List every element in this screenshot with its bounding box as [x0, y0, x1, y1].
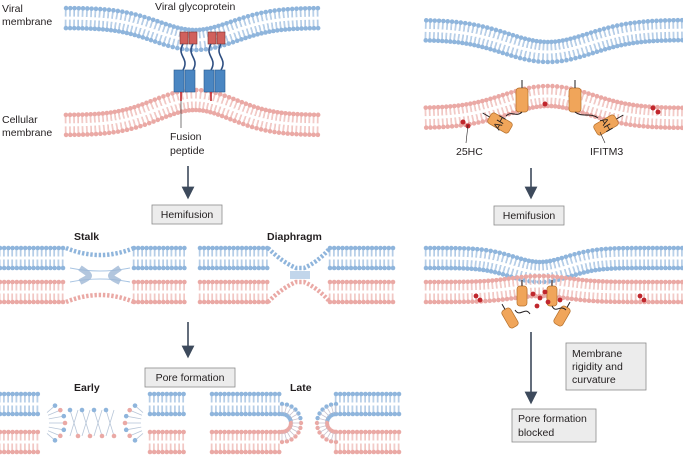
viral-membrane-label-1: Viral — [2, 3, 23, 15]
cellular-membrane-label-1: Cellular — [2, 114, 38, 126]
25hc-label: 25HC — [456, 146, 483, 158]
early-label: Early — [74, 382, 100, 394]
pore-formation-label: Pore formation — [156, 372, 225, 384]
ifitm3-proteins-bottom — [473, 280, 647, 329]
membrane-rigidity-line-2: rigidity and — [572, 361, 623, 373]
ifitm3-leader — [599, 131, 606, 144]
late-label: Late — [290, 382, 312, 394]
viral-membrane-right — [423, 17, 683, 65]
hemifusion-box-left: Hemifusion — [151, 204, 223, 225]
left-panel: Viral membrane Viral glycoprotein Cellul… — [0, 1, 402, 455]
cellular-membrane-left — [63, 87, 321, 138]
stalk-label: Stalk — [74, 231, 99, 243]
fusion-peptide-label-1: Fusion — [170, 131, 202, 143]
hemifusion-label-left: Hemifusion — [161, 209, 214, 221]
viral-glycoprotein-label: Viral glycoprotein — [155, 1, 236, 13]
viral-glycoprotein-2 — [203, 31, 226, 101]
pore-blocked-line-2: blocked — [518, 427, 554, 439]
membrane-rigidity-line-1: Membrane — [572, 348, 622, 360]
membrane-rigidity-box: Membrane rigidity and curvature — [565, 342, 647, 391]
late-pore-membrane — [209, 391, 402, 455]
hemifusion-right-membrane — [423, 245, 683, 305]
25hc-leader — [465, 124, 469, 144]
hemifusion-box-right: Hemifusion — [493, 205, 565, 226]
viral-membrane-label-2: membrane — [2, 16, 52, 28]
stalk-membrane — [0, 245, 187, 305]
diaphragm-membrane — [197, 245, 396, 305]
ifitm3-label: IFITM3 — [590, 146, 623, 158]
pore-blocked-line-1: Pore formation — [518, 413, 587, 425]
pore-formation-box: Pore formation — [144, 367, 236, 388]
early-pore-membrane — [0, 391, 186, 455]
hemifusion-label-right: Hemifusion — [503, 210, 556, 222]
viral-glycoprotein-1 — [173, 31, 198, 101]
diaphragm-label: Diaphragm — [267, 231, 322, 243]
fusion-peptide-label-2: peptide — [170, 145, 205, 157]
pore-blocked-box: Pore formation blocked — [511, 408, 597, 443]
membrane-rigidity-line-3: curvature — [572, 374, 616, 386]
cellular-membrane-label-2: membrane — [2, 127, 52, 139]
